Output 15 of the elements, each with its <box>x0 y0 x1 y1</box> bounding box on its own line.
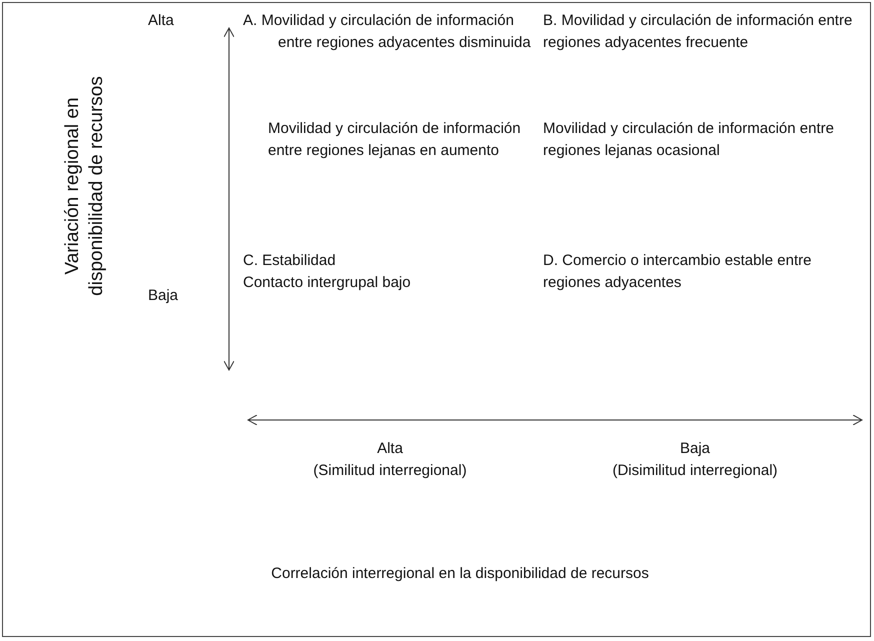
axis-label: (Disimilitud interregional) <box>611 461 779 481</box>
quadrant-text: C. Estabilidad <box>243 251 337 271</box>
quadrant-text: A. Movilidad y circulación de información entre regiones adyacentes disminuida <box>243 11 532 53</box>
quadrant-text: Movilidad y circulación de información entre regiones lejanas en aumento <box>268 119 522 161</box>
quadrant-text: D. Comercio o intercambio estable entre regiones adyacentes <box>543 251 812 293</box>
quadrant-text: Movilidad y circulación de información entre regiones lejanas ocasional <box>543 119 835 161</box>
axis-label: Alta <box>148 11 175 31</box>
axis-title: Variación regional en disponibilidad de recursos <box>61 75 108 298</box>
quadrant-text: Contacto intergrupal bajo <box>243 273 412 293</box>
quadrant-text: B. Movilidad y circulación de información entre regiones adyacentes frecuente <box>543 11 853 53</box>
axis-label: Alta <box>376 439 404 459</box>
axis-label: (Similitud interregional) <box>312 461 468 481</box>
axis-label: Baja <box>678 439 712 459</box>
axis-title: Correlación interregional en la disponibilidad de recursos <box>270 564 650 584</box>
axis-label: Baja <box>148 286 180 306</box>
